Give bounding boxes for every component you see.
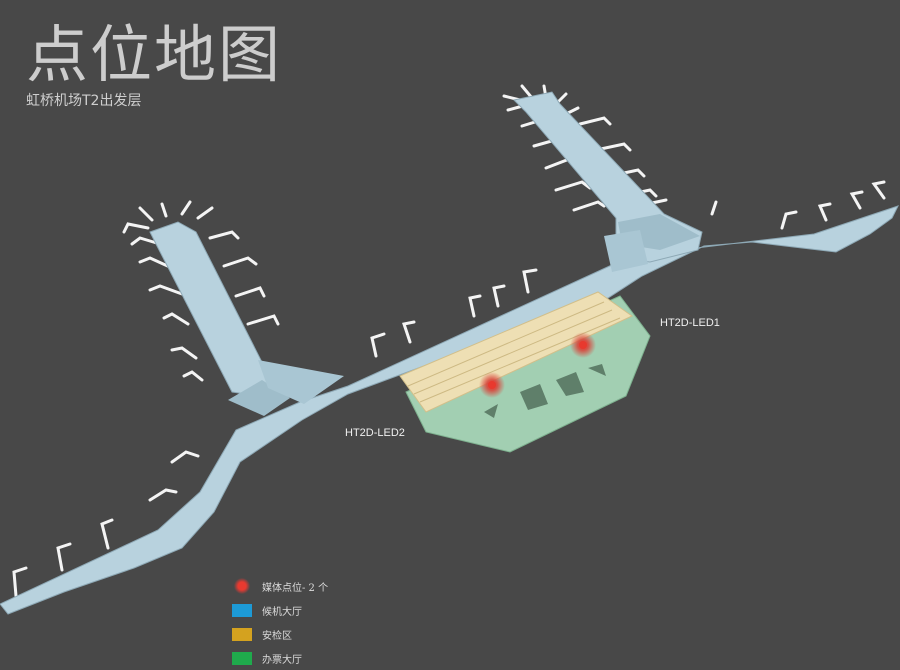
legend-item-media-point: 媒体点位- 2 个 (232, 574, 328, 598)
legend-label: 办票大厅 (262, 654, 302, 666)
swatch-icon (232, 651, 252, 665)
legend-label: 安检区 (262, 630, 292, 642)
legend-label: 候机大厅 (262, 606, 302, 618)
page-title: 点位地图 (26, 18, 283, 91)
gate-stubs (12, 84, 886, 598)
legend-item-departure-hall: 候机大厅 (232, 598, 328, 622)
map-legend: 媒体点位- 2 个 候机大厅 安检区 办票大厅 (232, 574, 328, 670)
media-point-icon (234, 578, 250, 594)
swatch-icon (232, 603, 252, 617)
terminal-building (0, 91, 899, 615)
map-subtitle: 虹桥机场T2出发层 (26, 93, 142, 109)
security-zone-detail (407, 301, 621, 403)
point-label-led2: HT2D-LED2 (345, 427, 405, 439)
media-point-led2[interactable] (479, 372, 505, 398)
swatch-icon (232, 627, 252, 641)
legend-item-ticketing: 办票大厅 (232, 646, 328, 670)
legend-item-security: 安检区 (232, 622, 328, 646)
media-point-led1[interactable] (570, 332, 596, 358)
ticketing-hall-detail (484, 364, 606, 418)
security-zone (399, 291, 633, 413)
legend-label: 媒体点位- 2 个 (262, 582, 329, 594)
point-label-led1: HT2D-LED1 (660, 317, 720, 329)
